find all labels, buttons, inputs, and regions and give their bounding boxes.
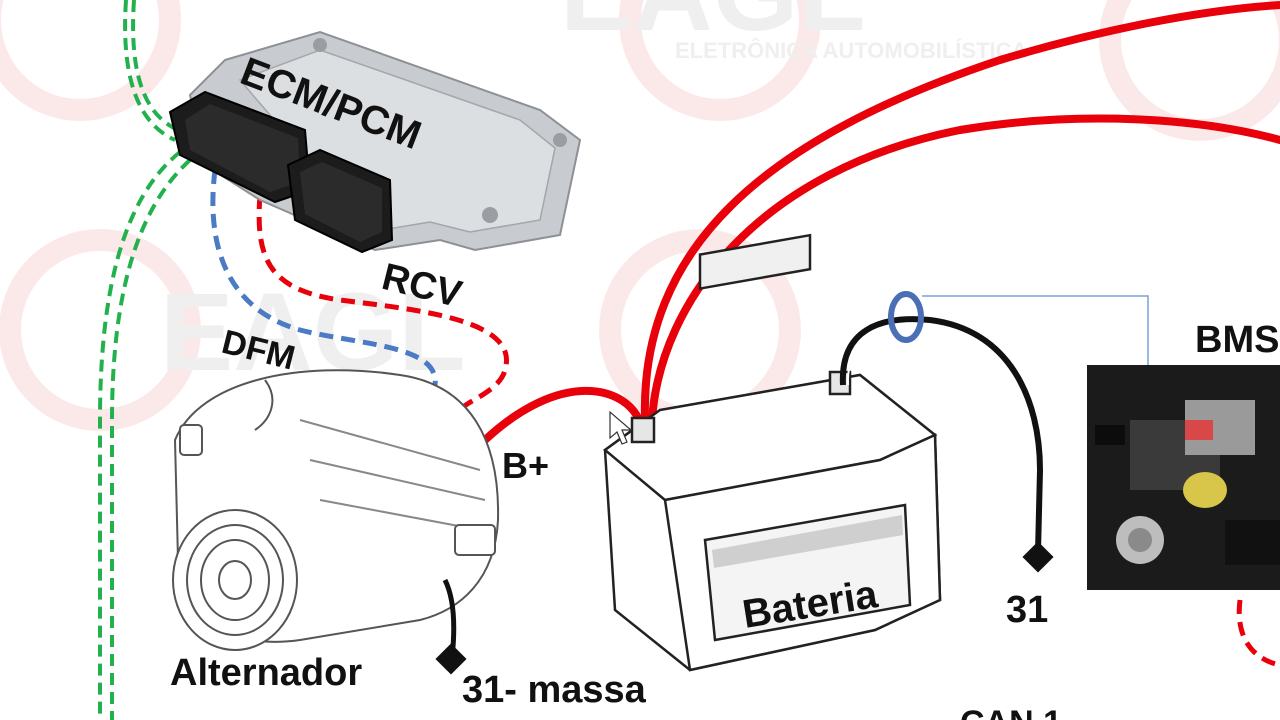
dfm-wire [210, 169, 438, 386]
ecm-connector-right [286, 148, 394, 254]
alternator-label: Alternador [170, 652, 362, 694]
watermark-tagline: ELETRÔNICA AUTOMOBILÍSTICA [675, 38, 1028, 63]
bms-module [1087, 365, 1280, 590]
can-bus-wire [98, 0, 192, 720]
watermark: EAGL ELETRÔNICA AUTOMOBILÍSTICA EAGL [0, 0, 1280, 431]
alternator-ground-terminal [435, 643, 467, 675]
bms-label: BMS [1195, 319, 1279, 361]
terminal-31-symbol [1022, 541, 1054, 573]
b-plus-label: B+ [502, 445, 549, 486]
ground-label: 31- massa [462, 669, 647, 711]
rcv-wire [256, 194, 509, 410]
cursor-icon [609, 410, 633, 445]
battery [602, 233, 942, 672]
power-wires [481, 1, 1280, 444]
battery-ground-wire [839, 316, 1044, 553]
terminal-31-label: 31 [1006, 589, 1048, 631]
can-label: CAN 1 [960, 704, 1062, 720]
power-wire-bms [1236, 599, 1280, 668]
current-sensor-ring [888, 291, 924, 343]
ecm-module [168, 30, 582, 254]
alternator [172, 369, 500, 651]
watermark-brand: EAGL [560, 0, 866, 54]
